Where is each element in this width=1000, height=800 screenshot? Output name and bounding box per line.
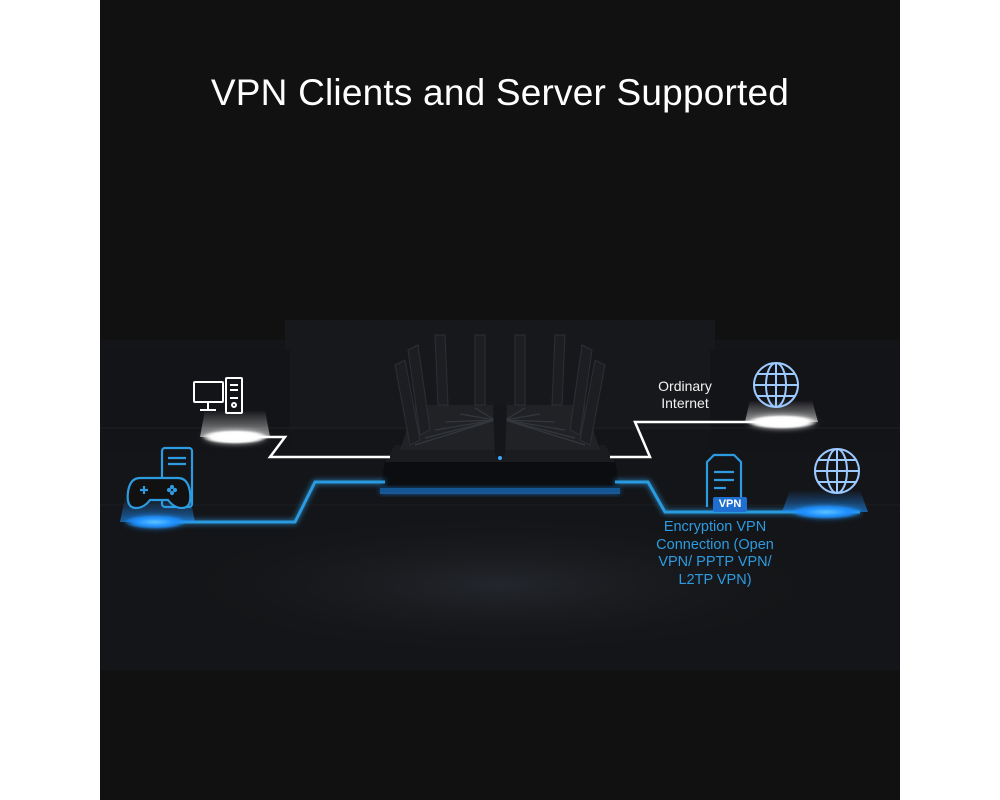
hero-canvas: VPN Clients and Server Supported Ordinar…	[100, 0, 900, 800]
gamepad-icon	[126, 446, 194, 510]
vpn-badge: VPN	[718, 498, 742, 510]
label-line: Ordinary	[658, 378, 712, 394]
vpn-connection-label: Encryption VPN Connection (Open VPN/ PPT…	[635, 519, 795, 589]
vpn-links	[155, 480, 860, 524]
internet-vpn-node	[782, 448, 868, 519]
globe-icon	[814, 448, 860, 494]
label-line: L2TP VPN)	[678, 571, 752, 588]
label-line: Internet	[661, 395, 709, 411]
page-title: VPN Clients and Server Supported	[210, 72, 790, 113]
label-line: Connection (Open	[656, 536, 774, 553]
internet-ordinary-node	[745, 362, 818, 429]
router	[380, 334, 620, 494]
label-line: Encryption VPN	[663, 519, 767, 535]
vpn-badge-bg	[713, 497, 747, 512]
game-node	[120, 446, 195, 529]
desktop-node	[193, 377, 270, 444]
label-line: VPN/ PPTP VPN/	[658, 554, 772, 570]
ordinary-internet-label: Ordinary Internet	[640, 378, 730, 412]
globe-icon	[753, 362, 799, 408]
background-floor	[100, 320, 900, 670]
server-icon	[705, 453, 743, 507]
scene	[100, 320, 900, 670]
desktop-computer-icon	[193, 377, 243, 414]
vpn-server-node	[705, 453, 747, 512]
